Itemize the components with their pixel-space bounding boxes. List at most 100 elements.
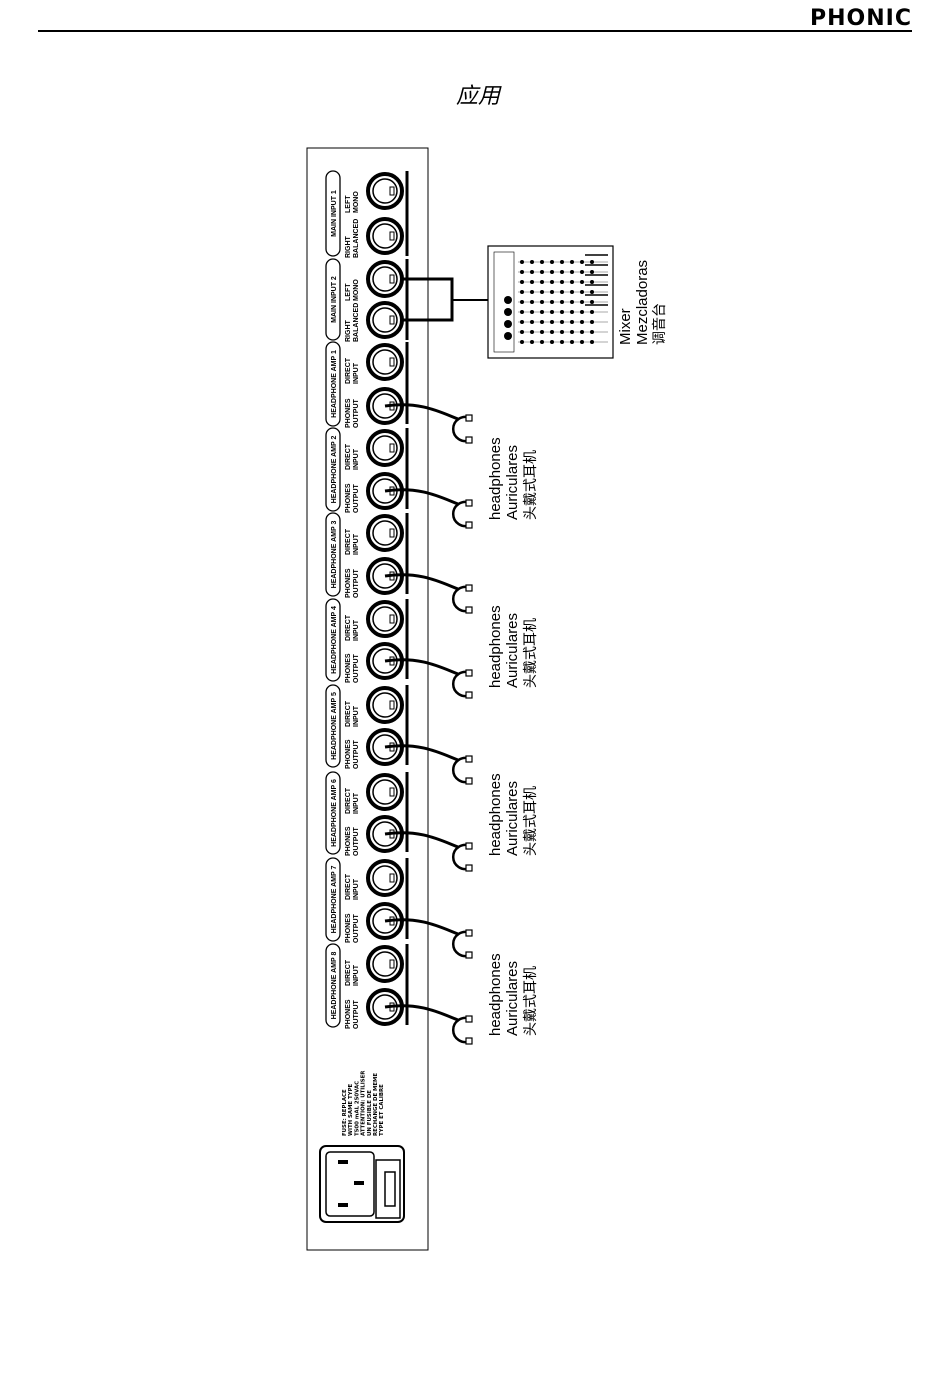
svg-text:头戴式耳机: 头戴式耳机 xyxy=(523,966,539,1036)
amp-4-direct-label-line: INPUT xyxy=(353,619,360,641)
svg-text:头戴式耳机: 头戴式耳机 xyxy=(523,786,539,856)
amp-1-direct-jack xyxy=(366,343,404,381)
amp-8-label-text: HEADPHONE AMP 8 xyxy=(331,952,338,1020)
mixer-label-es: Mezcladoras xyxy=(634,260,651,345)
amp-2-headphone-cable xyxy=(384,488,473,529)
amp-1-direct-label-line: DIRECT xyxy=(345,357,352,384)
header-rule xyxy=(38,30,912,32)
svg-text:Auriculares: Auriculares xyxy=(504,445,521,520)
svg-text:头戴式耳机: 头戴式耳机 xyxy=(523,450,539,520)
amp-7-direct-label-line: INPUT xyxy=(353,878,360,900)
mixer-illustration xyxy=(487,245,614,359)
amp-2-phones-label-line: OUTPUT xyxy=(353,484,360,514)
amp-1-phones-label-line: PHONES xyxy=(345,398,352,428)
amp-3-direct-jack xyxy=(366,514,404,552)
main-input-2-label: MAIN INPUT 2 xyxy=(325,258,341,341)
amp-8-direct-jack xyxy=(366,945,404,983)
amp-3-direct-label-line: DIRECT xyxy=(345,528,352,555)
fuse-warning: FUSE: REPLACEWITH SAME TYPET500 mAL 250V… xyxy=(342,1070,385,1136)
amp-6-direct-label-line: INPUT xyxy=(353,792,360,814)
amp-3-label-text: HEADPHONE AMP 3 xyxy=(331,521,338,589)
svg-text:头戴式耳机: 头戴式耳机 xyxy=(523,618,539,688)
main-input-1-left-jack xyxy=(366,172,404,210)
svg-text:Auriculares: Auriculares xyxy=(504,613,521,688)
main-input-1-right-label-line: RIGHT xyxy=(345,236,352,259)
mixer-label: Mixer Mezcladoras 调音台 xyxy=(617,260,668,345)
amp-2-label: HEADPHONE AMP 2 xyxy=(325,427,341,512)
amp-4-direct-label-line: DIRECT xyxy=(345,614,352,641)
amp-2-direct-label-line: INPUT xyxy=(353,448,360,470)
main-input-1-right-label-line: BALANCED xyxy=(353,219,360,258)
amp-3-phones-label-line: PHONES xyxy=(345,568,352,598)
amp-4-headphone-cable xyxy=(384,658,473,699)
amp-1-label: HEADPHONE AMP 1 xyxy=(325,341,341,427)
svg-text:FUSE: REPLACEWITH SAME TYPET50: FUSE: REPLACEWITH SAME TYPET500 mAL 250V… xyxy=(342,1070,385,1136)
power-inlet xyxy=(319,1145,405,1223)
amp-8-phones-label-line: OUTPUT xyxy=(353,1000,360,1030)
amp-3-phones-label-line: OUTPUT xyxy=(353,569,360,599)
amp-4-label-text: HEADPHONE AMP 4 xyxy=(331,606,338,674)
main-input-2-left-label-line: MONO xyxy=(353,279,360,301)
section-title: 应用 xyxy=(456,84,501,109)
mixer-label-en: Mixer xyxy=(617,308,634,345)
amp-8-direct-label-line: INPUT xyxy=(353,964,360,986)
amp-2-direct-jack xyxy=(366,429,404,467)
amp-8-headphone-cable xyxy=(384,1004,473,1045)
amp-1-direct-label-line: INPUT xyxy=(353,362,360,384)
amp-7-label: HEADPHONE AMP 7 xyxy=(325,857,341,942)
amp-6-headphone-cable xyxy=(384,831,473,872)
amp-4-direct-jack xyxy=(366,600,404,638)
amp-8-direct-label-line: DIRECT xyxy=(345,959,352,986)
amp-5-direct-label-line: DIRECT xyxy=(345,700,352,727)
cable-group xyxy=(384,403,473,1045)
main-input-1-label-text: MAIN INPUT 1 xyxy=(331,190,338,237)
amp-4-phones-label-line: PHONES xyxy=(345,653,352,683)
amp-8-label: HEADPHONE AMP 8 xyxy=(325,943,341,1028)
amp-5-headphone-cable xyxy=(384,744,473,785)
amp-7-phones-label-line: OUTPUT xyxy=(353,914,360,944)
svg-text:Auriculares: Auriculares xyxy=(504,961,521,1036)
amp-4-phones-label-line: OUTPUT xyxy=(353,654,360,684)
amp-6-direct-label-line: DIRECT xyxy=(345,787,352,814)
svg-text:headphones: headphones xyxy=(487,605,504,688)
main-input-1-label: MAIN INPUT 1 xyxy=(325,170,341,257)
amp-7-direct-label-line: DIRECT xyxy=(345,873,352,900)
amp-3-headphone-cable xyxy=(384,573,473,614)
amp-5-direct-jack xyxy=(366,686,404,724)
main-input-2-right-label-line: BALANCED xyxy=(353,303,360,342)
amp-3-label: HEADPHONE AMP 3 xyxy=(325,512,341,597)
svg-text:headphones: headphones xyxy=(487,773,504,856)
amp-1-phones-label-line: OUTPUT xyxy=(353,399,360,429)
amp-6-label-text: HEADPHONE AMP 6 xyxy=(331,779,338,847)
amp-7-headphone-cable xyxy=(384,918,473,959)
main-input-1-left-label-line: MONO xyxy=(353,191,360,213)
amp-2-phones-label-line: PHONES xyxy=(345,483,352,513)
main-input-2-left-jack xyxy=(366,260,404,298)
svg-text:headphones: headphones xyxy=(487,953,504,1036)
amp-7-label-text: HEADPHONE AMP 7 xyxy=(331,866,338,934)
amp-5-label-text: HEADPHONE AMP 5 xyxy=(331,692,338,760)
